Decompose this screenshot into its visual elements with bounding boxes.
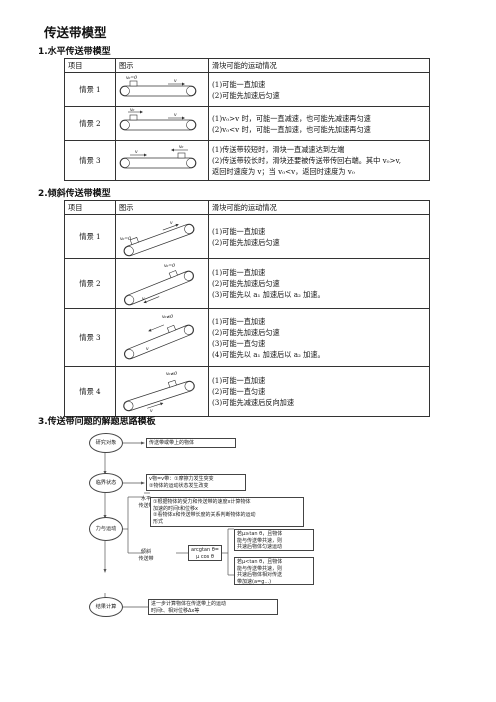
scenario-figure: v₀=0 v xyxy=(115,214,209,259)
motion-description: (1)可能一直加速 (2)可能一直匀速 (3)可能先减速后反向加速 xyxy=(208,366,430,417)
flow-oval-critical-state: 临界状态 xyxy=(89,473,123,493)
scenario-figure: v₀≠0 v xyxy=(115,308,209,367)
motion-description: (1)可能一直加速 (2)可能先加速后匀速 (3)可能先以 a₁ 加速后以 a₂… xyxy=(208,258,430,309)
flow-oval-result: 结果计算 xyxy=(89,597,123,617)
header-item: 项目 xyxy=(64,200,116,215)
flow-box-critical: v物=v带：①摩擦力发生突变 ②物体的运动状态发生改变 xyxy=(146,474,246,491)
inclined-belt-diagram-2: v₀=0 v xyxy=(123,263,195,305)
motion-description: (1)传送带较短时，滑块一直减速达到左端 (2)传送带较长时，滑块还要被传送带传… xyxy=(208,140,430,181)
table-row: 情景 1 v₀=0 v (1)可能一直加速 (2) xyxy=(64,214,430,259)
flow-box-mu-lt-tan: 若μ<tan θ，且物体 能与传送带共速，则 共速后物体相对传送 带加速(a=g… xyxy=(234,557,314,585)
header-motion: 滑块可能的运动情况 xyxy=(208,58,430,73)
flow-box-mu-ge-tan: 若μ≥tan θ，且物体 能与传送带共速，则 共速后物体匀速运动 xyxy=(234,529,314,551)
scenario-label: 情景 3 xyxy=(64,308,116,367)
scenario-label: 情景 2 xyxy=(64,258,116,309)
flow-box-arcg: arcgtan θ= μ cos θ xyxy=(188,545,222,561)
svg-text:v: v xyxy=(142,297,145,302)
motion-description: (1)可能一直加速 (2)可能先加速后匀速 xyxy=(208,72,430,107)
inclined-belt-diagram-1: v₀=0 v xyxy=(120,221,195,256)
motion-description: (1)可能一直加速 (2)可能先加速后匀速 xyxy=(208,214,430,259)
svg-text:v₀≠0: v₀≠0 xyxy=(166,371,177,377)
scenario-label: 情景 1 xyxy=(64,214,116,259)
header-figure: 图示 xyxy=(115,200,209,215)
solution-flowchart: 研究对象 传送带或带上的物体 临界状态 v物=v带：①摩擦力发生突变 ②物体的运… xyxy=(88,431,418,621)
section-heading-template: 3.传送带问题的解题思路模板 xyxy=(38,417,156,427)
section-heading-horizontal: 1.水平传送带模型 xyxy=(38,47,111,57)
flow-oval-research-object: 研究对象 xyxy=(89,433,123,453)
table-header-row: 项目 图示 滑块可能的运动情况 xyxy=(64,58,430,73)
table-row: 情景 4 v₀≠0 v (1)可能一直加速 (2) xyxy=(64,366,430,417)
scenario-label: 情景 4 xyxy=(64,366,116,417)
scenario-figure: v₀=0 v xyxy=(115,258,209,309)
scenario-figure: v₀=0 v xyxy=(115,72,209,107)
document-title: 传送带模型 xyxy=(44,25,107,40)
svg-text:v₀≠0: v₀≠0 xyxy=(162,314,173,320)
horizontal-belt-table: 项目 图示 滑块可能的运动情况 情景 1 v₀=0 v (1)可能一直加速 xyxy=(64,58,430,181)
flow-oval-force-motion: 力与运动 xyxy=(89,517,123,541)
svg-text:v: v xyxy=(135,150,138,155)
motion-description: (1)可能一直加速 (2)可能先加速后匀速 (3)可能一直匀速 (4)可能先以 … xyxy=(208,308,430,367)
figure-label: v₀=0 xyxy=(126,75,137,81)
table-header-row: 项目 图示 滑块可能的运动情况 xyxy=(64,200,430,215)
flow-box-horizontal-analysis: ①根据物体的受力和传送带的速度x计算物体 加速的时间t和位移x ②看物体x和传送… xyxy=(150,497,304,527)
horizontal-belt-diagram-2: v₀ v xyxy=(119,108,197,130)
svg-text:v: v xyxy=(174,79,177,84)
flow-box-result: 进一步计算物体在传送带上的运动 时间t、相对位移Δx等 xyxy=(148,599,278,615)
header-item: 项目 xyxy=(64,58,116,73)
svg-text:v: v xyxy=(146,347,149,352)
scenario-figure: v₀ v xyxy=(115,140,209,181)
flow-label-inclined: 倾斜 传送带 xyxy=(138,549,154,562)
header-figure: 图示 xyxy=(115,58,209,73)
svg-text:v: v xyxy=(150,409,153,414)
inclined-belt-diagram-3: v₀≠0 v xyxy=(123,314,195,359)
table-row: 情景 2 v₀=0 v (1)可能一直加速 (2) xyxy=(64,258,430,309)
svg-text:v: v xyxy=(170,221,173,226)
inclined-belt-table: 项目 图示 滑块可能的运动情况 情景 1 v₀=0 v xyxy=(64,200,430,417)
table-row: 情景 3 v₀ v (1)传送带较短时，滑块一直减速达到左端 (2)传送带 xyxy=(64,140,430,181)
horizontal-belt-diagram-3: v₀ v xyxy=(119,145,197,168)
scenario-label: 情景 3 xyxy=(64,140,116,181)
scenario-label: 情景 1 xyxy=(64,72,116,107)
scenario-figure: v₀≠0 v xyxy=(115,366,209,417)
svg-text:v₀: v₀ xyxy=(130,108,135,113)
table-row: 情景 3 v₀≠0 v (1)可能一直加速 (2) xyxy=(64,308,430,367)
scenario-label: 情景 2 xyxy=(64,106,116,141)
motion-description: (1)v₀>v 时，可能一直减速，也可能先减速再匀速 (2)v₀<v 时，可能一… xyxy=(208,106,430,141)
scenario-figure: v₀ v xyxy=(115,106,209,141)
svg-text:v₀=0: v₀=0 xyxy=(164,263,175,269)
horizontal-belt-diagram-1: v₀=0 v xyxy=(119,75,197,96)
flow-label-horizontal: 水平 传送带 xyxy=(138,496,154,509)
header-motion: 滑块可能的运动情况 xyxy=(208,200,430,215)
section-heading-inclined: 2.倾斜传送带模型 xyxy=(38,189,111,199)
svg-text:v: v xyxy=(174,113,177,118)
table-row: 情景 1 v₀=0 v (1)可能一直加速 (2)可能先加速后匀速 xyxy=(64,72,430,107)
table-row: 情景 2 v₀ v (1)v₀>v 时，可能一直减速，也可能先减速再匀速 xyxy=(64,106,430,141)
svg-text:v₀=0: v₀=0 xyxy=(120,236,131,242)
svg-text:v₀: v₀ xyxy=(179,145,184,150)
inclined-belt-diagram-4: v₀≠0 v xyxy=(123,371,195,414)
flow-box-object: 传送带或带上的物体 xyxy=(146,438,236,448)
